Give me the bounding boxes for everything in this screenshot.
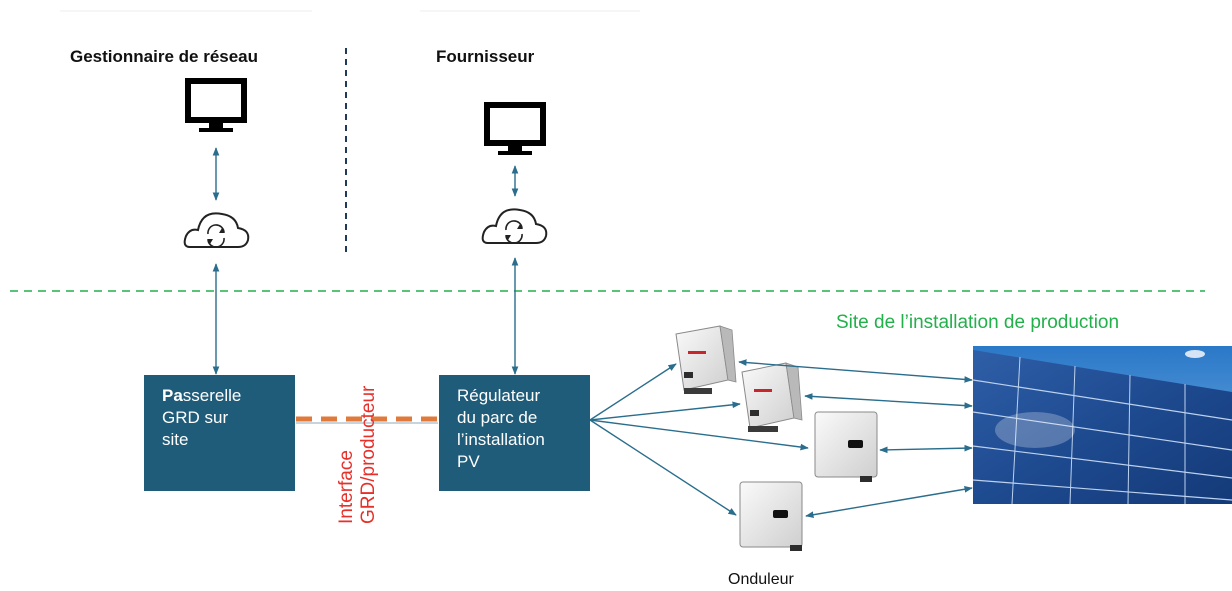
inverter-icon [675, 325, 737, 394]
interface-label-line-1: Interface [336, 450, 357, 524]
gateway-line-1: Passerelle [162, 385, 277, 407]
gateway-line-3: site [162, 430, 189, 449]
supplier-heading: Fournisseur [436, 47, 535, 66]
interface-label: Interface GRD/producteur [336, 324, 380, 524]
controller-line-2: du parc de [457, 408, 538, 427]
arrow-controller-inverter-3 [589, 419, 809, 451]
inverter-icon [741, 362, 803, 432]
inverter-icon [739, 481, 803, 551]
cloud-sync-icon [481, 208, 548, 244]
interface-label-line-2: GRD/producteur [358, 385, 379, 524]
grd-gateway-box: Passerelle GRD sur site [144, 375, 295, 491]
monitor-icon [484, 102, 546, 155]
site-label: Site de l’installation de production [836, 312, 1120, 333]
arrow-inverter-2-panel [804, 393, 973, 409]
gateway-line-2: GRD sur [162, 408, 229, 427]
controller-line-3: l’installation [457, 430, 545, 449]
arrow-inverter-4-panel [805, 485, 973, 519]
monitor-icon [185, 78, 247, 132]
arrow-controller-inverter-1 [589, 363, 677, 421]
controller-line-4: PV [457, 452, 480, 471]
cloud-sync-icon [183, 212, 250, 248]
solar-panel-icon [972, 346, 1232, 505]
arrow-inverter-3-panel [879, 444, 973, 454]
inverter-label: Onduleur [728, 571, 794, 588]
grid-operator-heading: Gestionnaire de réseau [70, 47, 259, 66]
arrow-controller-inverter-2 [589, 401, 741, 421]
arrow-controller-inverter-4 [589, 419, 737, 516]
pv-controller-box: Régulateur du parc de l’installation PV [439, 375, 590, 491]
controller-line-1: Régulateur [457, 386, 541, 405]
arrow-inverter-1-panel [738, 359, 973, 383]
gateway-line-1-rest: sserelle [182, 386, 242, 405]
gateway-bold-text: Pa [162, 386, 183, 405]
inverter-icon [814, 411, 878, 482]
